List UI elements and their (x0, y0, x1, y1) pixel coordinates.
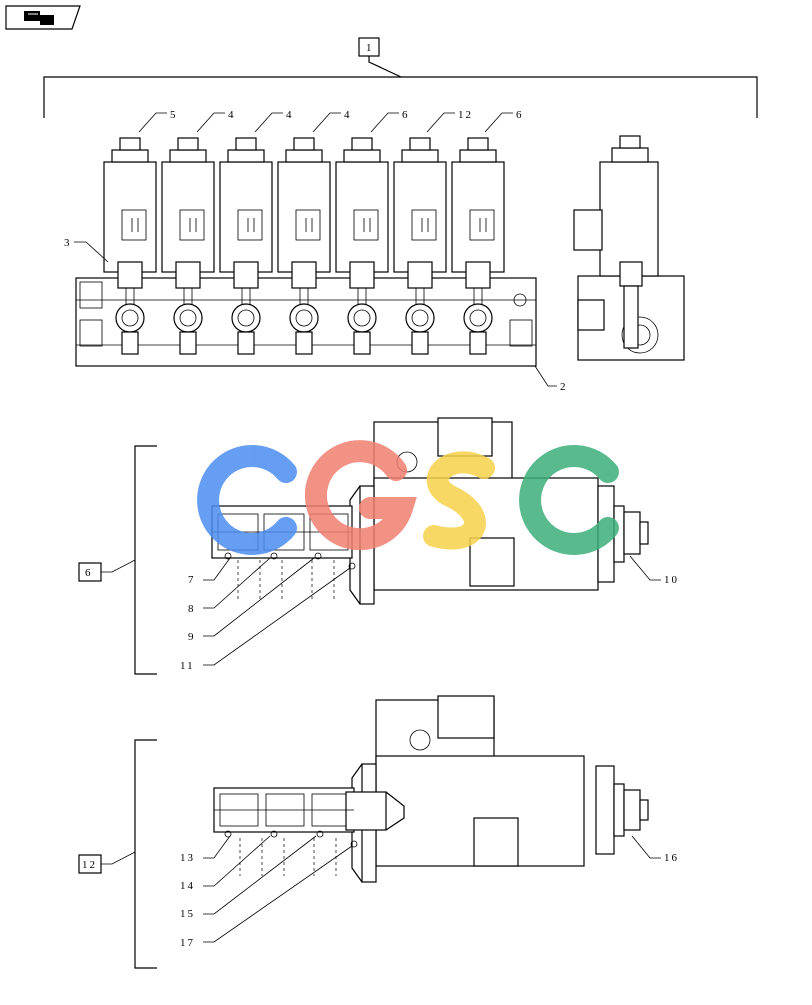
label-item-13: 13 (180, 852, 195, 864)
watermark-letter (197, 445, 297, 555)
label-item-3: 3 (64, 237, 72, 249)
label-top-4c: 4 (344, 109, 352, 121)
side-view-solenoid (573, 135, 685, 361)
solenoid-cartridge (103, 137, 157, 355)
label-top-6a: 6 (402, 109, 410, 121)
label-item-8: 8 (188, 603, 196, 615)
solenoid-stack (103, 137, 505, 355)
watermark-letter (423, 451, 495, 550)
assembly-bracket (43, 76, 758, 118)
label-item-17: 17 (180, 937, 195, 949)
label-item-7: 7 (188, 574, 196, 586)
label-item-16: 16 (664, 852, 679, 864)
watermark-logo (197, 440, 619, 555)
watermark-letter (304, 440, 417, 551)
label-valve-block: 2 (560, 381, 568, 393)
solenoid-cartridge (335, 137, 389, 355)
label-item-11: 11 (180, 660, 195, 672)
label-top-6b: 6 (516, 109, 524, 121)
solenoid-cartridge (277, 137, 331, 355)
arrow-back-icon (24, 11, 54, 25)
solenoid-cartridge (219, 137, 273, 355)
solenoid-cartridge (451, 137, 505, 355)
solenoid-cartridge (393, 137, 447, 355)
solenoid-valve-detail-b (213, 695, 649, 883)
detail-a-bracket (134, 445, 157, 675)
label-detail-b: 12 (82, 859, 97, 871)
label-top-5: 5 (170, 109, 178, 121)
label-top-4b: 4 (286, 109, 294, 121)
label-detail-a: 6 (85, 567, 93, 579)
label-item-9: 9 (188, 631, 196, 643)
back-button[interactable] (5, 5, 81, 30)
watermark-letter (519, 445, 619, 555)
label-top-4a: 4 (228, 109, 236, 121)
label-item-10: 10 (664, 574, 679, 586)
label-item-14: 14 (180, 880, 195, 892)
label-top-12: 12 (458, 109, 473, 121)
label-assembly: 1 (366, 42, 374, 54)
label-item-15: 15 (180, 908, 195, 920)
detail-b-bracket (134, 739, 157, 969)
solenoid-cartridge (161, 137, 215, 355)
